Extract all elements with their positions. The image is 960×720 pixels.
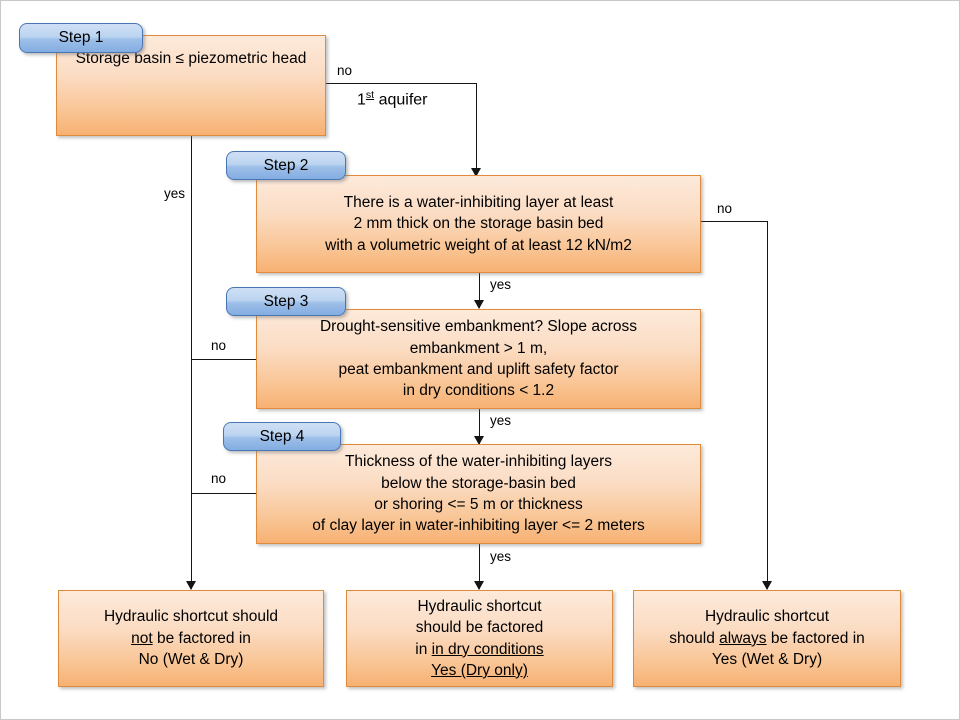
connector-step4-yes-vertical: [479, 544, 480, 589]
connector-step3-no-horizontal: [191, 359, 256, 360]
step-4-line-1: Thickness of the water-inhibiting layers: [344, 453, 613, 471]
outcome-always-line-2-post: be factored in: [766, 629, 865, 647]
edge-label-step3-no: no: [211, 338, 227, 353]
arrow-into-outcome-dry-only: [474, 581, 484, 590]
step-3-line-1: Drought-sensitive embankment? Slope acro…: [319, 318, 638, 336]
step-4-tag-label: Step 4: [259, 427, 305, 445]
connector-step1-no-horizontal: [326, 83, 476, 84]
arrow-into-outcome-always: [762, 581, 772, 590]
outcome-not-factored-line-3: No (Wet & Dry): [67, 649, 315, 670]
outcome-dry-only-line-2-pre: should be factored: [415, 619, 544, 637]
outcome-not-factored-line-2: not be factored in: [67, 628, 315, 649]
outcome-always-line-2-emphasis: always: [719, 629, 767, 647]
step-3-line-3: peat embankment and uplift safety factor: [338, 361, 619, 378]
step-2-line-2: 2 mm thick on the storage basin bed: [353, 215, 604, 233]
edge-label-step4-no: no: [211, 471, 227, 486]
outcome-not-factored-box[interactable]: Hydraulic shortcut should not be factored…: [58, 590, 324, 687]
outcome-dry-only-line-4-emphasis: Yes (Dry only): [431, 661, 528, 679]
arrow-into-outcome-not-factored: [186, 581, 196, 590]
outcome-dry-only-line-1-pre: Hydraulic shortcut: [417, 597, 542, 615]
connector-step3-yes-vertical: [479, 409, 480, 444]
step-4-line-2: below the storage-basin bed: [381, 474, 576, 492]
outcome-dry-only-line-4: Yes (Dry only): [355, 660, 604, 681]
edge-label-first-aquifer: 1st aquifer: [357, 89, 428, 109]
outcome-dry-only-line-2: should be factored: [355, 617, 604, 638]
outcome-dry-only-line-3: in in dry conditions: [355, 639, 604, 660]
outcome-dry-only-line-3-emphasis: in dry conditions: [431, 640, 544, 658]
connector-step1-no-vertical: [476, 83, 477, 176]
outcome-dry-only-box[interactable]: Hydraulic shortcut should be factored in i…: [346, 590, 613, 687]
step-3-line-2: embankment > 1 m,: [409, 339, 548, 357]
connector-step4-no-horizontal: [191, 493, 256, 494]
outcome-always-box[interactable]: Hydraulic shortcut should always be facto…: [633, 590, 901, 687]
outcome-always-line-2: should always be factored in: [642, 628, 892, 649]
edge-label-step3-yes: yes: [490, 413, 512, 428]
step-4-line-4: of clay layer in water-inhibiting layer …: [312, 517, 645, 535]
first-aquifer-suffix: aquifer: [374, 91, 428, 109]
outcome-always-line-2-pre: should: [669, 629, 720, 647]
outcome-always-line-3-pre: Yes (Wet & Dry): [711, 651, 823, 669]
step-2-tag-label: Step 2: [263, 156, 309, 174]
edge-label-step2-yes: yes: [490, 277, 512, 292]
first-aquifer-superscript: st: [365, 89, 375, 101]
step-4-line-3: or shoring <= 5 m or thickness: [374, 496, 583, 513]
outcome-dry-only-line-3-pre: in: [415, 640, 432, 658]
step-3-box[interactable]: Drought-sensitive embankment? Slope acro…: [256, 309, 701, 409]
edge-label-step1-yes: yes: [164, 186, 186, 201]
step-1-tag-label: Step 1: [58, 29, 104, 46]
step-2-line-3: with a volumetric weight of at least 12 …: [325, 236, 632, 254]
connector-step2-no-horizontal: [701, 221, 767, 222]
arrow-into-step3: [474, 300, 484, 309]
step-2-box[interactable]: There is a water-inhibiting layer at lea…: [256, 175, 701, 273]
outcome-not-factored-line-2-emphasis: not: [131, 629, 153, 647]
connector-right-spine: [767, 221, 768, 589]
step-3-tag[interactable]: Step 3: [226, 287, 346, 316]
step-1-line-1: Storage basin ≤ piezometric head: [75, 50, 307, 67]
step-2-line-1: There is a water-inhibiting layer at lea…: [343, 193, 614, 211]
arrow-into-step2: [471, 168, 481, 177]
outcome-not-factored-line-2-post: be factored in: [152, 629, 251, 647]
edge-label-step2-no: no: [717, 201, 733, 216]
step-3-line-4: in dry conditions < 1.2: [402, 382, 555, 400]
edge-label-step4-yes: yes: [490, 549, 512, 564]
outcome-always-line-1: Hydraulic shortcut: [642, 606, 892, 627]
connector-step2-yes-vertical: [479, 273, 480, 308]
arrow-into-step4: [474, 436, 484, 445]
outcome-not-factored-line-1-pre: Hydraulic shortcut should: [103, 608, 279, 626]
step-4-tag[interactable]: Step 4: [223, 422, 341, 451]
outcome-always-line-1-pre: Hydraulic shortcut: [704, 608, 830, 626]
step-1-tag[interactable]: Step 1: [19, 23, 143, 53]
edge-label-step1-no: no: [337, 63, 353, 78]
connector-left-spine: [191, 136, 192, 589]
outcome-not-factored-line-3-pre: No (Wet & Dry): [138, 651, 244, 669]
outcome-not-factored-line-1: Hydraulic shortcut should: [67, 606, 315, 627]
step-3-tag-label: Step 3: [263, 292, 309, 310]
step-2-tag[interactable]: Step 2: [226, 151, 346, 180]
step-4-box[interactable]: Thickness of the water-inhibiting layers…: [256, 444, 701, 544]
outcome-dry-only-line-1: Hydraulic shortcut: [355, 596, 604, 617]
first-aquifer-prefix: 1: [357, 91, 366, 109]
outcome-always-line-3: Yes (Wet & Dry): [642, 649, 892, 670]
